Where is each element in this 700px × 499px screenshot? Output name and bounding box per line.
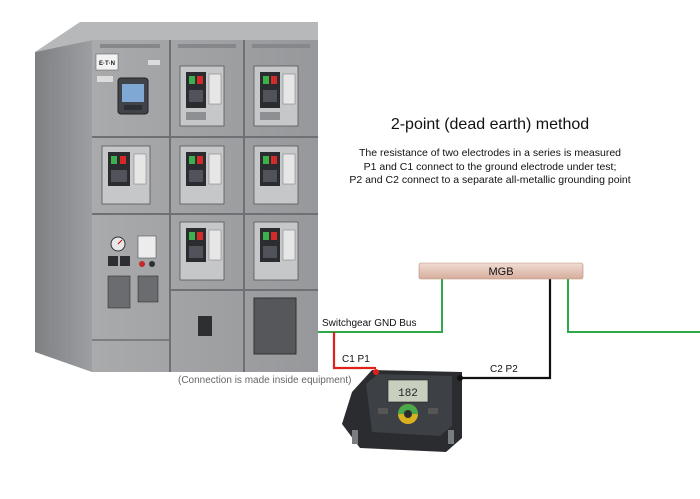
meter-panel: E·T·N xyxy=(95,53,160,115)
tester-display xyxy=(387,379,429,403)
diagram-description: The resistance of two electrodes in a se… xyxy=(340,147,640,188)
c1p1-label: C1 P1 xyxy=(342,354,370,365)
c2p2-label: C2 P2 xyxy=(490,364,518,375)
description-line-3: P2 and C2 connect to a separate all-meta… xyxy=(349,174,631,186)
c1-terminal xyxy=(373,369,379,375)
mgb-bar xyxy=(418,262,584,280)
green-wire-switchgear xyxy=(318,277,443,333)
brand-plate xyxy=(95,53,119,71)
breaker-unit-3 xyxy=(101,145,151,205)
breaker-unit-7 xyxy=(253,221,299,281)
ground-tester: 182 xyxy=(342,369,463,452)
breaker-unit-2 xyxy=(253,65,299,127)
cabinet-top xyxy=(35,22,318,52)
description-line-2: P1 and C1 connect to the ground electrod… xyxy=(363,160,617,173)
meter-screen xyxy=(122,84,144,102)
tester-reading: 182 xyxy=(398,388,418,400)
control-panel xyxy=(107,235,297,355)
lower-door-panel xyxy=(253,297,297,355)
diagram-title: 2-point (dead earth) method xyxy=(390,116,590,133)
black-wire-c2p2 xyxy=(462,278,552,380)
mgb-label: MGB xyxy=(488,266,513,278)
red-wire-c1p1 xyxy=(332,332,376,370)
breaker-unit-1 xyxy=(179,65,225,127)
c2-terminal xyxy=(457,375,463,381)
brand-logo: E·T·N xyxy=(99,61,115,67)
breaker-unit-4 xyxy=(179,145,225,205)
breaker-unit-5 xyxy=(253,145,299,205)
switchgear-bus-label: Switchgear GND Bus xyxy=(322,318,417,329)
green-wire-right xyxy=(567,277,700,333)
connection-note: (Connection is made inside equipment) xyxy=(178,375,352,386)
description-line-1: The resistance of two electrodes in a se… xyxy=(358,147,622,159)
breaker-unit-6 xyxy=(179,221,225,281)
cabinet-side xyxy=(35,40,92,372)
